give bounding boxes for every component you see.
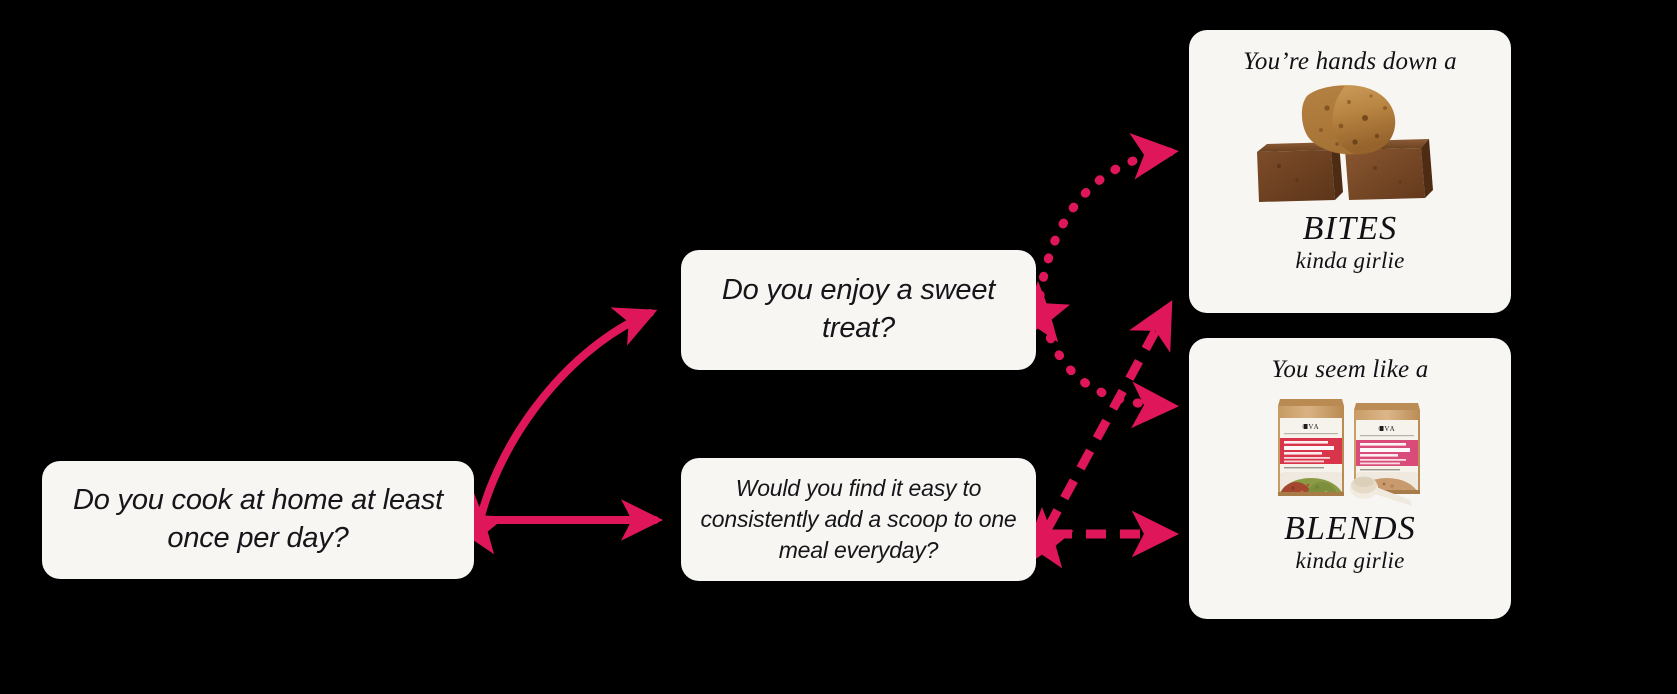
result-blends-subtitle: kinda girlie — [1295, 547, 1405, 573]
result-card-bites[interactable]: You’re hands down a — [1189, 30, 1511, 313]
connector-sweet-to-blends — [1039, 315, 1179, 429]
bites-product-image — [1257, 84, 1433, 202]
svg-text:OVA: OVA — [1302, 423, 1319, 431]
connector-scoop-to-bites — [1044, 300, 1173, 531]
result-bites-lead: You’re hands down a — [1243, 48, 1457, 75]
question-card-add-scoop[interactable]: Would you find it easy to consistently a… — [681, 458, 1036, 581]
result-blends-lead: You seem like a — [1271, 356, 1429, 383]
question-card-cook[interactable]: Do you cook at home at least once per da… — [42, 461, 474, 579]
result-bites-title: BITES — [1302, 209, 1398, 247]
result-card-blends[interactable]: You seem like a OV — [1189, 338, 1511, 619]
result-blends-title: BLENDS — [1284, 509, 1416, 547]
question-card-sweet-treat[interactable]: Do you enjoy a sweet treat? — [681, 250, 1036, 370]
result-bites-subtitle: kinda girlie — [1295, 247, 1405, 273]
question-card-add-scoop-text: Would you find it easy to consistently a… — [700, 475, 1017, 563]
question-card-cook-text: Do you cook at home at least once per da… — [73, 484, 443, 554]
connector-sweet-to-bites — [1035, 132, 1179, 301]
svg-text:OVA: OVA — [1378, 425, 1395, 433]
blends-product-image: OVA — [1278, 398, 1420, 506]
connector-cook-to-sweet — [473, 307, 658, 538]
question-card-sweet-treat-text: Do you enjoy a sweet treat? — [721, 274, 996, 344]
